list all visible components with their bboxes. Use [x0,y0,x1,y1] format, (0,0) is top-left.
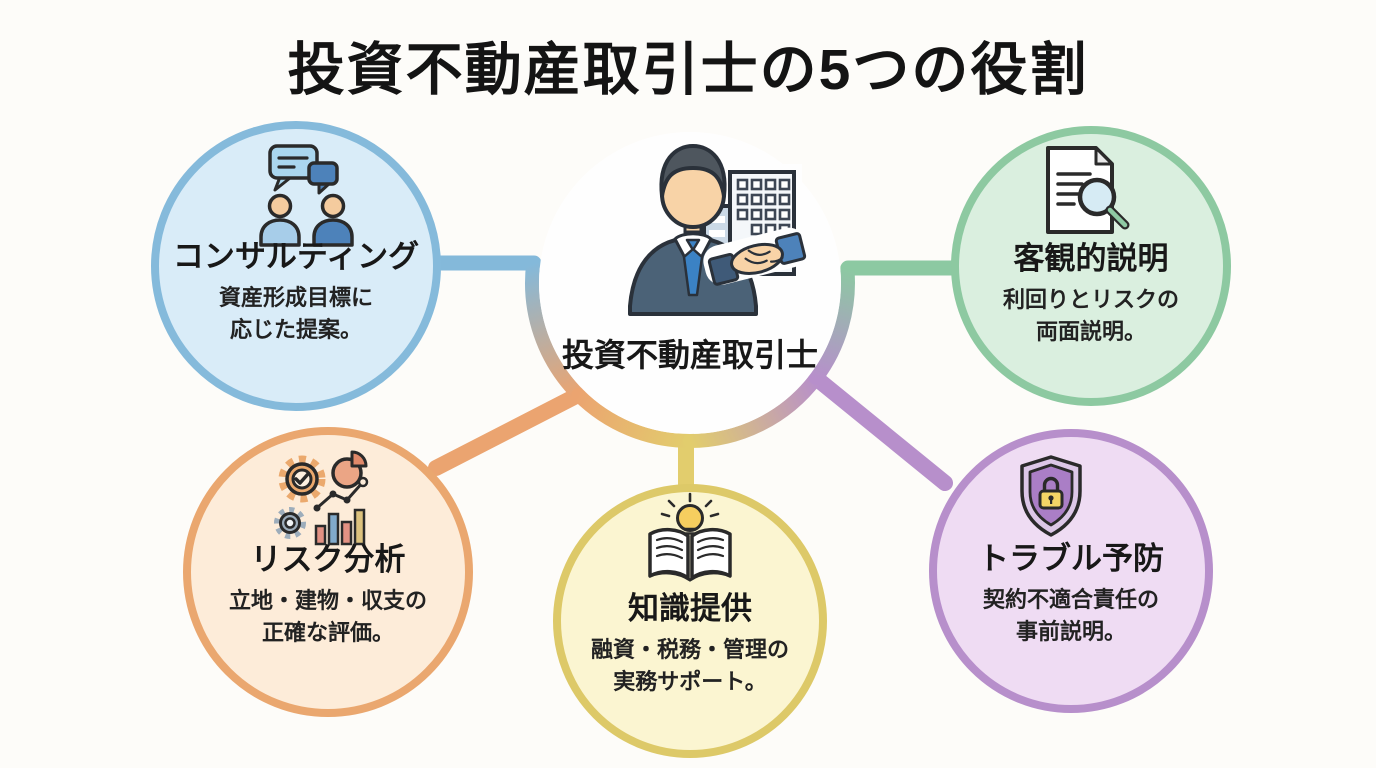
role-title: コンサルティング [172,239,420,274]
role-title: トラブル予防 [978,541,1164,576]
circle-trouble [929,429,1213,713]
document-magnifier-icon [1046,146,1130,234]
role-description: 融資・税務・管理の 実務サポート。 [590,637,790,694]
shield-lock-icon [1020,455,1082,537]
book-lightbulb-icon [648,492,732,582]
circle-objective [951,126,1231,406]
role-description: 契約不適合責任の 事前説明。 [982,587,1159,644]
role-description: 立地・建物・収支の 正確な評価。 [228,588,428,645]
connector-trouble [808,370,953,491]
connector-risk [428,387,586,476]
consultation-people-chat-icon [259,144,354,247]
center-label: 投資不動産取引士 [561,337,819,373]
analytics-gears-chart-icon [274,450,369,546]
role-knowledge: 知識提供 融資・税務・管理の 実務サポート。 [590,591,790,698]
role-trouble-prevention: トラブル予防 契約不適合責任の 事前説明。 [978,541,1164,648]
role-title: リスク分析 [250,542,406,577]
businessman-building-handshake-icon [628,144,808,316]
role-title: 客観的説明 [1013,241,1169,276]
role-description: 利回りとリスクの 両面説明。 [1002,287,1180,344]
page-title: 投資不動産取引士の5つの役割 [287,38,1089,102]
handshake-icon [703,227,808,286]
circle-consulting [151,121,441,411]
role-consulting: コンサルティング 資産形成目標に 応じた提案。 [172,239,420,346]
role-risk-analysis: リスク分析 立地・建物・収支の 正確な評価。 [228,542,428,649]
role-description: 資産形成目標に 応じた提案。 [218,285,374,342]
circle-knowledge [553,484,827,758]
center-ring-arc [525,255,855,448]
role-objective-explanation: 客観的説明 利回りとリスクの 両面説明。 [1002,241,1180,348]
circle-risk [183,427,473,717]
role-title: 知識提供 [627,591,752,626]
